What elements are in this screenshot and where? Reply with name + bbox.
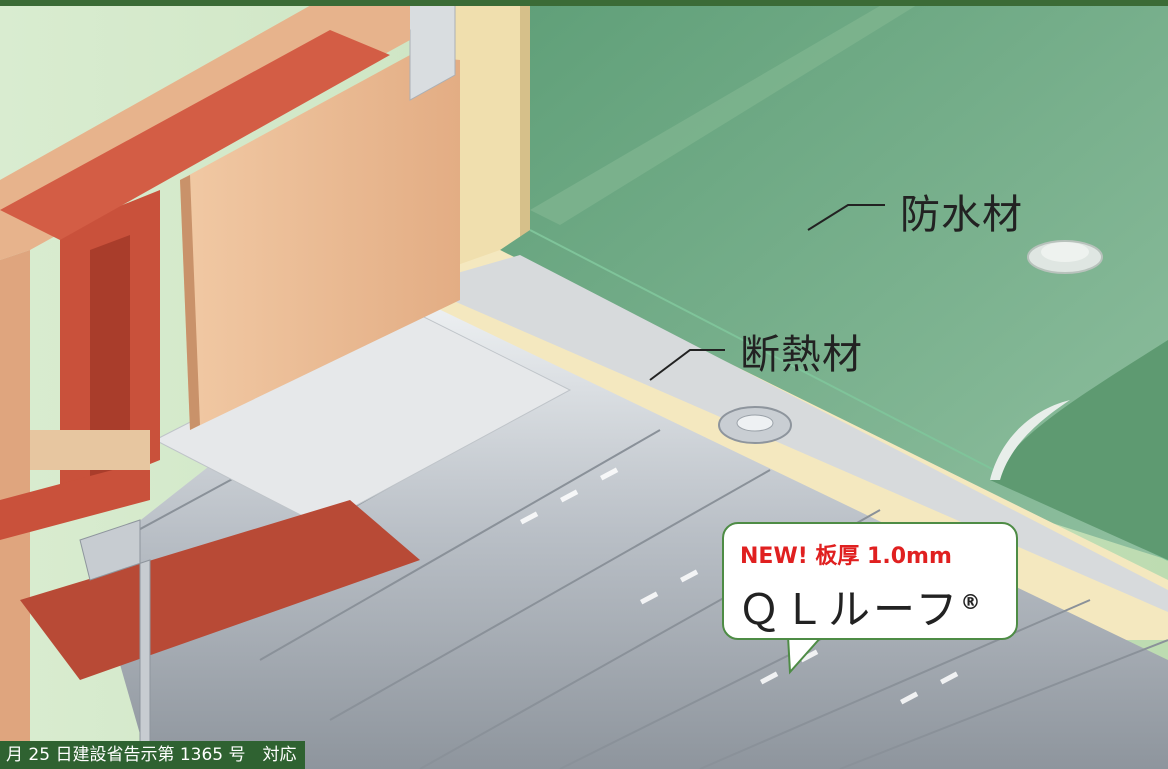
steel-beam-lower: [0, 460, 150, 540]
leader-waterproof: [807, 204, 885, 231]
insulation-material-label: 断熱材: [740, 332, 863, 378]
product-callout: NEW! 板厚 1.0mm ＱＬルーフ®: [722, 522, 1018, 640]
peeled-membrane: [990, 340, 1168, 560]
top-rule: [0, 0, 1168, 6]
steel-beam-upper: [0, 30, 390, 240]
facade-panel: [180, 55, 460, 430]
leader-insulation: [649, 349, 725, 381]
product-name: ＱＬルーフ®: [738, 576, 980, 637]
registered-mark: ®: [960, 590, 981, 614]
membrane-seam: [530, 0, 925, 225]
waterproof-material-label: 防水材: [900, 192, 1023, 238]
wall-base: [30, 430, 150, 470]
steel-beam-bottom: [20, 500, 420, 680]
product-name-text: ＱＬルーフ: [738, 585, 961, 634]
new-thickness-badge: NEW! 板厚 1.0mm: [740, 544, 952, 569]
compliance-note: 月 25 日建設省告示第 1365 号 対応: [0, 741, 305, 769]
